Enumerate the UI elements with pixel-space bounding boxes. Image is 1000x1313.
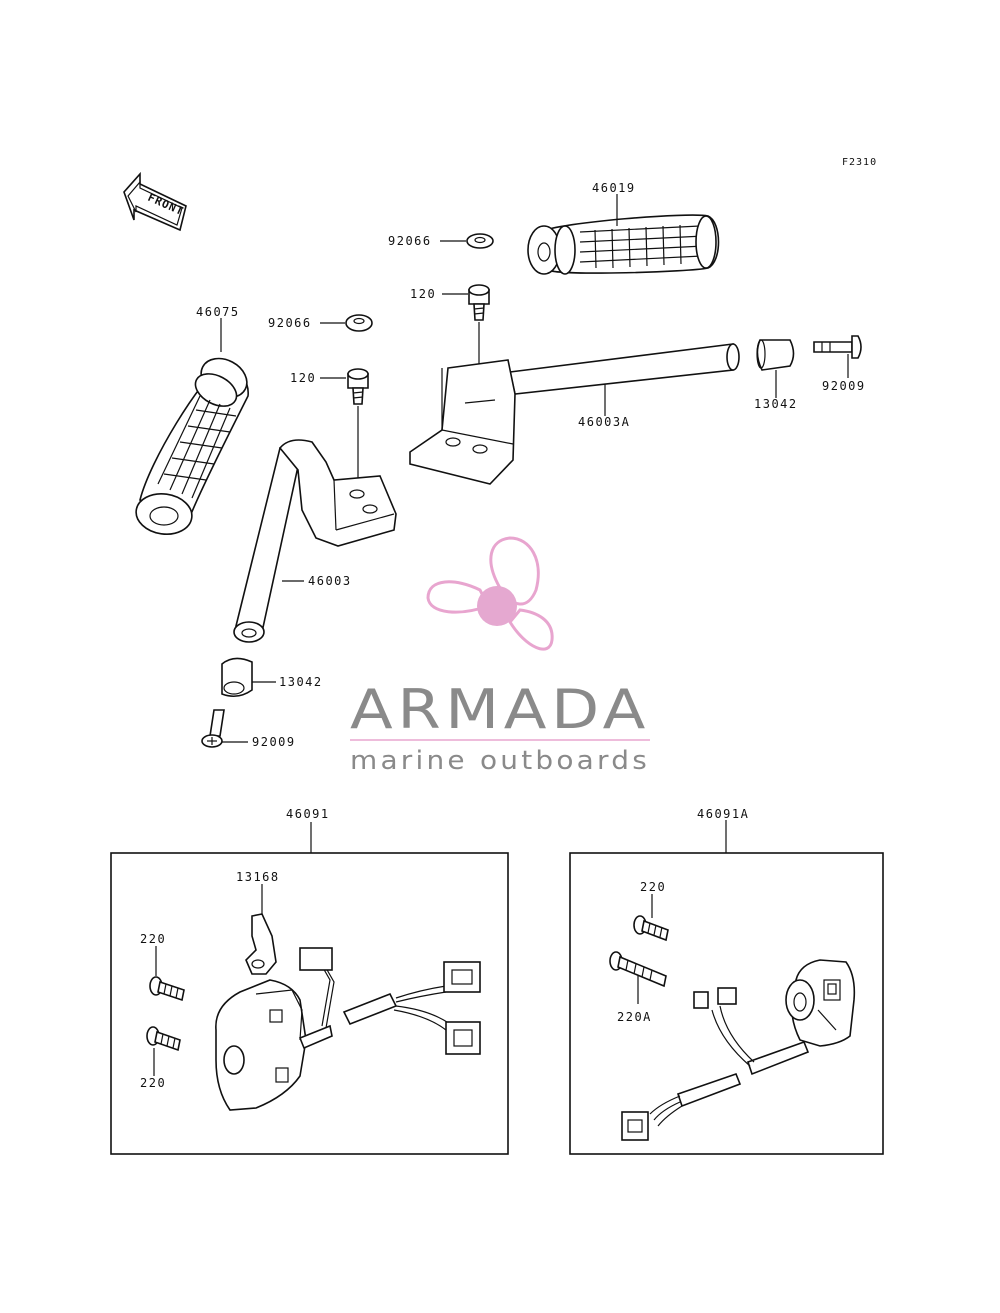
label-switch-right: 46091A xyxy=(697,807,749,821)
switch-left-screw-bottom xyxy=(146,1026,181,1052)
propeller-icon xyxy=(426,536,554,651)
label-switch-left-part: 13168 xyxy=(236,870,280,884)
label-switch-right-screw-top: 220 xyxy=(640,880,666,894)
label-grip-right: 46019 xyxy=(592,181,636,195)
screw-right xyxy=(813,335,862,359)
switch-right-assembly xyxy=(621,959,856,1141)
figure-code: F2310 xyxy=(842,157,877,168)
washer-left xyxy=(345,314,373,332)
bolt-left xyxy=(347,368,369,405)
armada-logo: ARMADA marine outboards xyxy=(350,536,650,776)
label-washer-right: 92066 xyxy=(388,234,432,248)
right-grip xyxy=(527,214,720,275)
label-handlebar-left: 46003 xyxy=(308,574,352,588)
switch-left-screw-top xyxy=(149,976,185,1002)
label-weight-left: 13042 xyxy=(279,675,323,689)
front-arrow-icon: FRONT xyxy=(123,171,187,232)
switch-left-box xyxy=(110,852,509,1155)
label-screw-left: 92009 xyxy=(252,735,296,749)
switch-right-screw-top xyxy=(633,915,669,942)
right-handlebar xyxy=(409,343,740,485)
brand-name: ARMADA xyxy=(350,678,650,741)
bar-end-weight-left xyxy=(221,657,253,698)
left-handlebar xyxy=(233,439,397,643)
label-weight-right: 13042 xyxy=(754,397,798,411)
label-switch-left-screw-bottom: 220 xyxy=(140,1076,166,1090)
bar-end-weight-right xyxy=(756,339,795,371)
label-bolt-left: 120 xyxy=(290,371,316,385)
switch-right-box xyxy=(569,852,884,1155)
label-switch-left-screw-top: 220 xyxy=(140,932,166,946)
bolt-right xyxy=(468,284,490,321)
label-switch-left: 46091 xyxy=(286,807,330,821)
label-screw-right: 92009 xyxy=(822,379,866,393)
brand-tagline: marine outboards xyxy=(350,746,650,776)
washer-right xyxy=(466,233,494,249)
label-handlebar-right: 46003A xyxy=(578,415,630,429)
screw-left xyxy=(201,709,225,748)
left-grip xyxy=(135,357,249,535)
label-washer-left: 92066 xyxy=(268,316,312,330)
switch-right-screw-long xyxy=(609,951,667,988)
label-bolt-right: 120 xyxy=(410,287,436,301)
label-switch-right-screw-long: 220A xyxy=(617,1010,652,1024)
switch-left-assembly xyxy=(215,913,481,1111)
label-grip-left: 46075 xyxy=(196,305,240,319)
